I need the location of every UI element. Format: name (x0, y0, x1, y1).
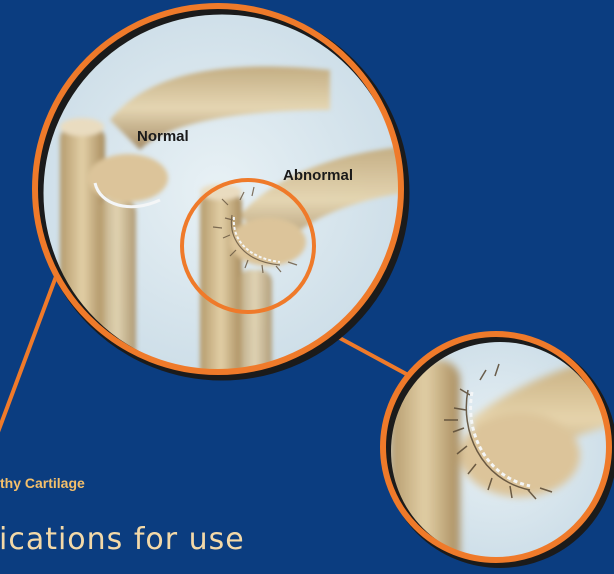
abnormal-label: Abnormal (283, 167, 353, 184)
footer-title: ications for use (0, 522, 245, 557)
detail-lens (383, 334, 614, 574)
normal-label: Normal (137, 128, 189, 145)
cartilage-caption: thy Cartilage (0, 475, 85, 491)
